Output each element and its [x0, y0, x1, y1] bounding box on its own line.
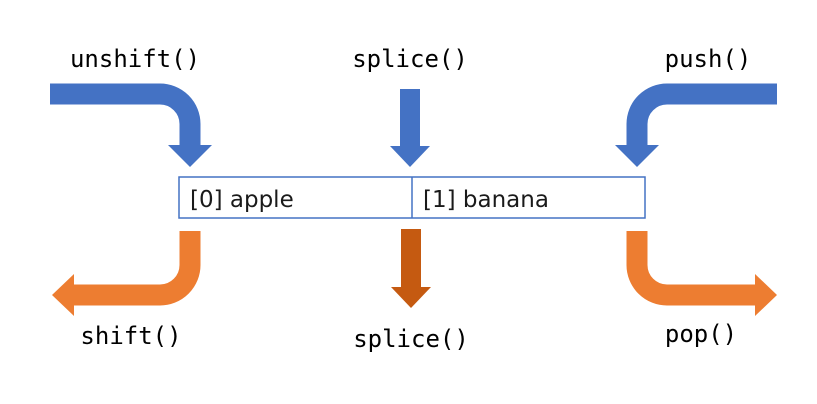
- splice-remove-arrow: [391, 229, 431, 308]
- pop-arrow: [626, 231, 777, 316]
- push-label: push(): [665, 45, 752, 73]
- push-arrow: [615, 83, 777, 167]
- splice-remove-label: splice(): [353, 325, 469, 353]
- shift-label: shift(): [80, 322, 181, 350]
- shift-arrow: [52, 231, 201, 316]
- unshift-arrow: [50, 83, 212, 167]
- pop-label: pop(): [665, 320, 737, 348]
- array-box: [0] apple [1] banana: [178, 176, 646, 219]
- splice-insert-arrow: [390, 89, 430, 167]
- array-cell-0: [0] apple: [190, 187, 294, 213]
- unshift-label: unshift(): [70, 45, 200, 73]
- array-cell-1: [1] banana: [423, 187, 549, 213]
- splice-insert-label: splice(): [352, 45, 468, 73]
